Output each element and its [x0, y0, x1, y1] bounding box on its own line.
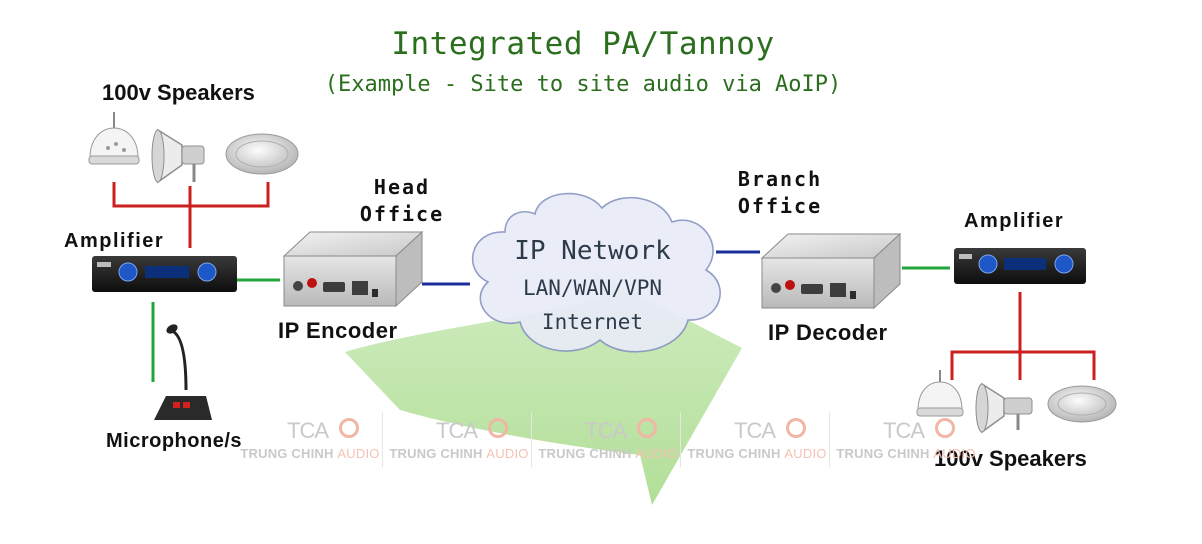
watermark-sub-bold: TRUNG CHINH [538, 446, 632, 461]
watermark-ring-icon [339, 418, 359, 438]
watermark-3: TCA TRUNG CHINH AUDIO [533, 412, 681, 467]
ip-network-cloud [471, 192, 721, 353]
amplifier-left [92, 256, 237, 292]
watermark-ring-icon [488, 418, 508, 438]
speaker-wiring-right [950, 292, 1096, 380]
watermark-ring-icon [786, 418, 806, 438]
horn-speaker-left [151, 128, 205, 184]
watermark-sub-light: AUDIO [635, 446, 678, 461]
ceiling-speaker-right [1047, 385, 1117, 423]
label-head-office: Head Office [356, 174, 448, 228]
diagram-subtitle: (Example - Site to site audio via AoIP) [324, 72, 842, 97]
label-head-office-line2: Office [359, 202, 445, 226]
label-amplifier-left: Amplifier [64, 230, 165, 252]
pendant-speaker-left [88, 112, 140, 165]
watermark-sub-light: AUDIO [337, 446, 380, 461]
horn-speaker-right [975, 382, 1033, 434]
watermark-logo: TCA [883, 418, 925, 443]
watermark-logo: TCA [734, 418, 776, 443]
watermark-5: TCA TRUNG CHINH AUDIO [831, 412, 979, 467]
cloud-title: IP Network [514, 236, 671, 266]
pendant-speaker-right [916, 370, 964, 417]
watermark-sub-bold: TRUNG CHINH [687, 446, 781, 461]
cloud-line-internet: Internet [541, 310, 644, 334]
speaker-wiring-left [112, 182, 270, 248]
watermark-logo: TCA [585, 418, 627, 443]
watermark-ring-icon [637, 418, 657, 438]
ceiling-speaker-left [225, 133, 299, 175]
watermark-sub-bold: TRUNG CHINH [836, 446, 930, 461]
label-branch-office-line1: Branch [737, 167, 823, 191]
watermark-sub-light: AUDIO [486, 446, 529, 461]
watermark-1: TCA TRUNG CHINH AUDIO [235, 412, 383, 467]
watermark-sub-bold: TRUNG CHINH [240, 446, 334, 461]
label-branch-office: Branch Office [728, 166, 832, 220]
label-ip-encoder: IP Encoder [278, 318, 398, 343]
watermark-2: TCA TRUNG CHINH AUDIO [384, 412, 532, 467]
ip-encoder-device [282, 230, 424, 308]
label-speakers-right: 100v Speakers [934, 446, 1087, 471]
ip-decoder-device [760, 232, 902, 310]
microphone [154, 324, 212, 420]
label-ip-decoder: IP Decoder [768, 320, 888, 345]
watermark-sub-light: AUDIO [784, 446, 827, 461]
watermark-4: TCA TRUNG CHINH AUDIO [682, 412, 830, 467]
label-speakers-left: 100v Speakers [102, 80, 255, 105]
label-microphone: Microphone/s [106, 430, 243, 452]
watermark-logo: TCA [436, 418, 478, 443]
cloud-line-lan-wan-vpn: LAN/WAN/VPN [522, 276, 663, 300]
watermark-sub-light: AUDIO [933, 446, 976, 461]
diagram-title: Integrated PA/Tannoy [391, 26, 775, 62]
label-amplifier-right: Amplifier [964, 210, 1065, 232]
label-head-office-line1: Head [373, 175, 431, 199]
watermark-ring-icon [935, 418, 955, 438]
watermark-logo: TCA [287, 418, 329, 443]
label-branch-office-line2: Office [737, 194, 823, 218]
amplifier-right [954, 248, 1086, 284]
watermark-sub-bold: TRUNG CHINH [389, 446, 483, 461]
